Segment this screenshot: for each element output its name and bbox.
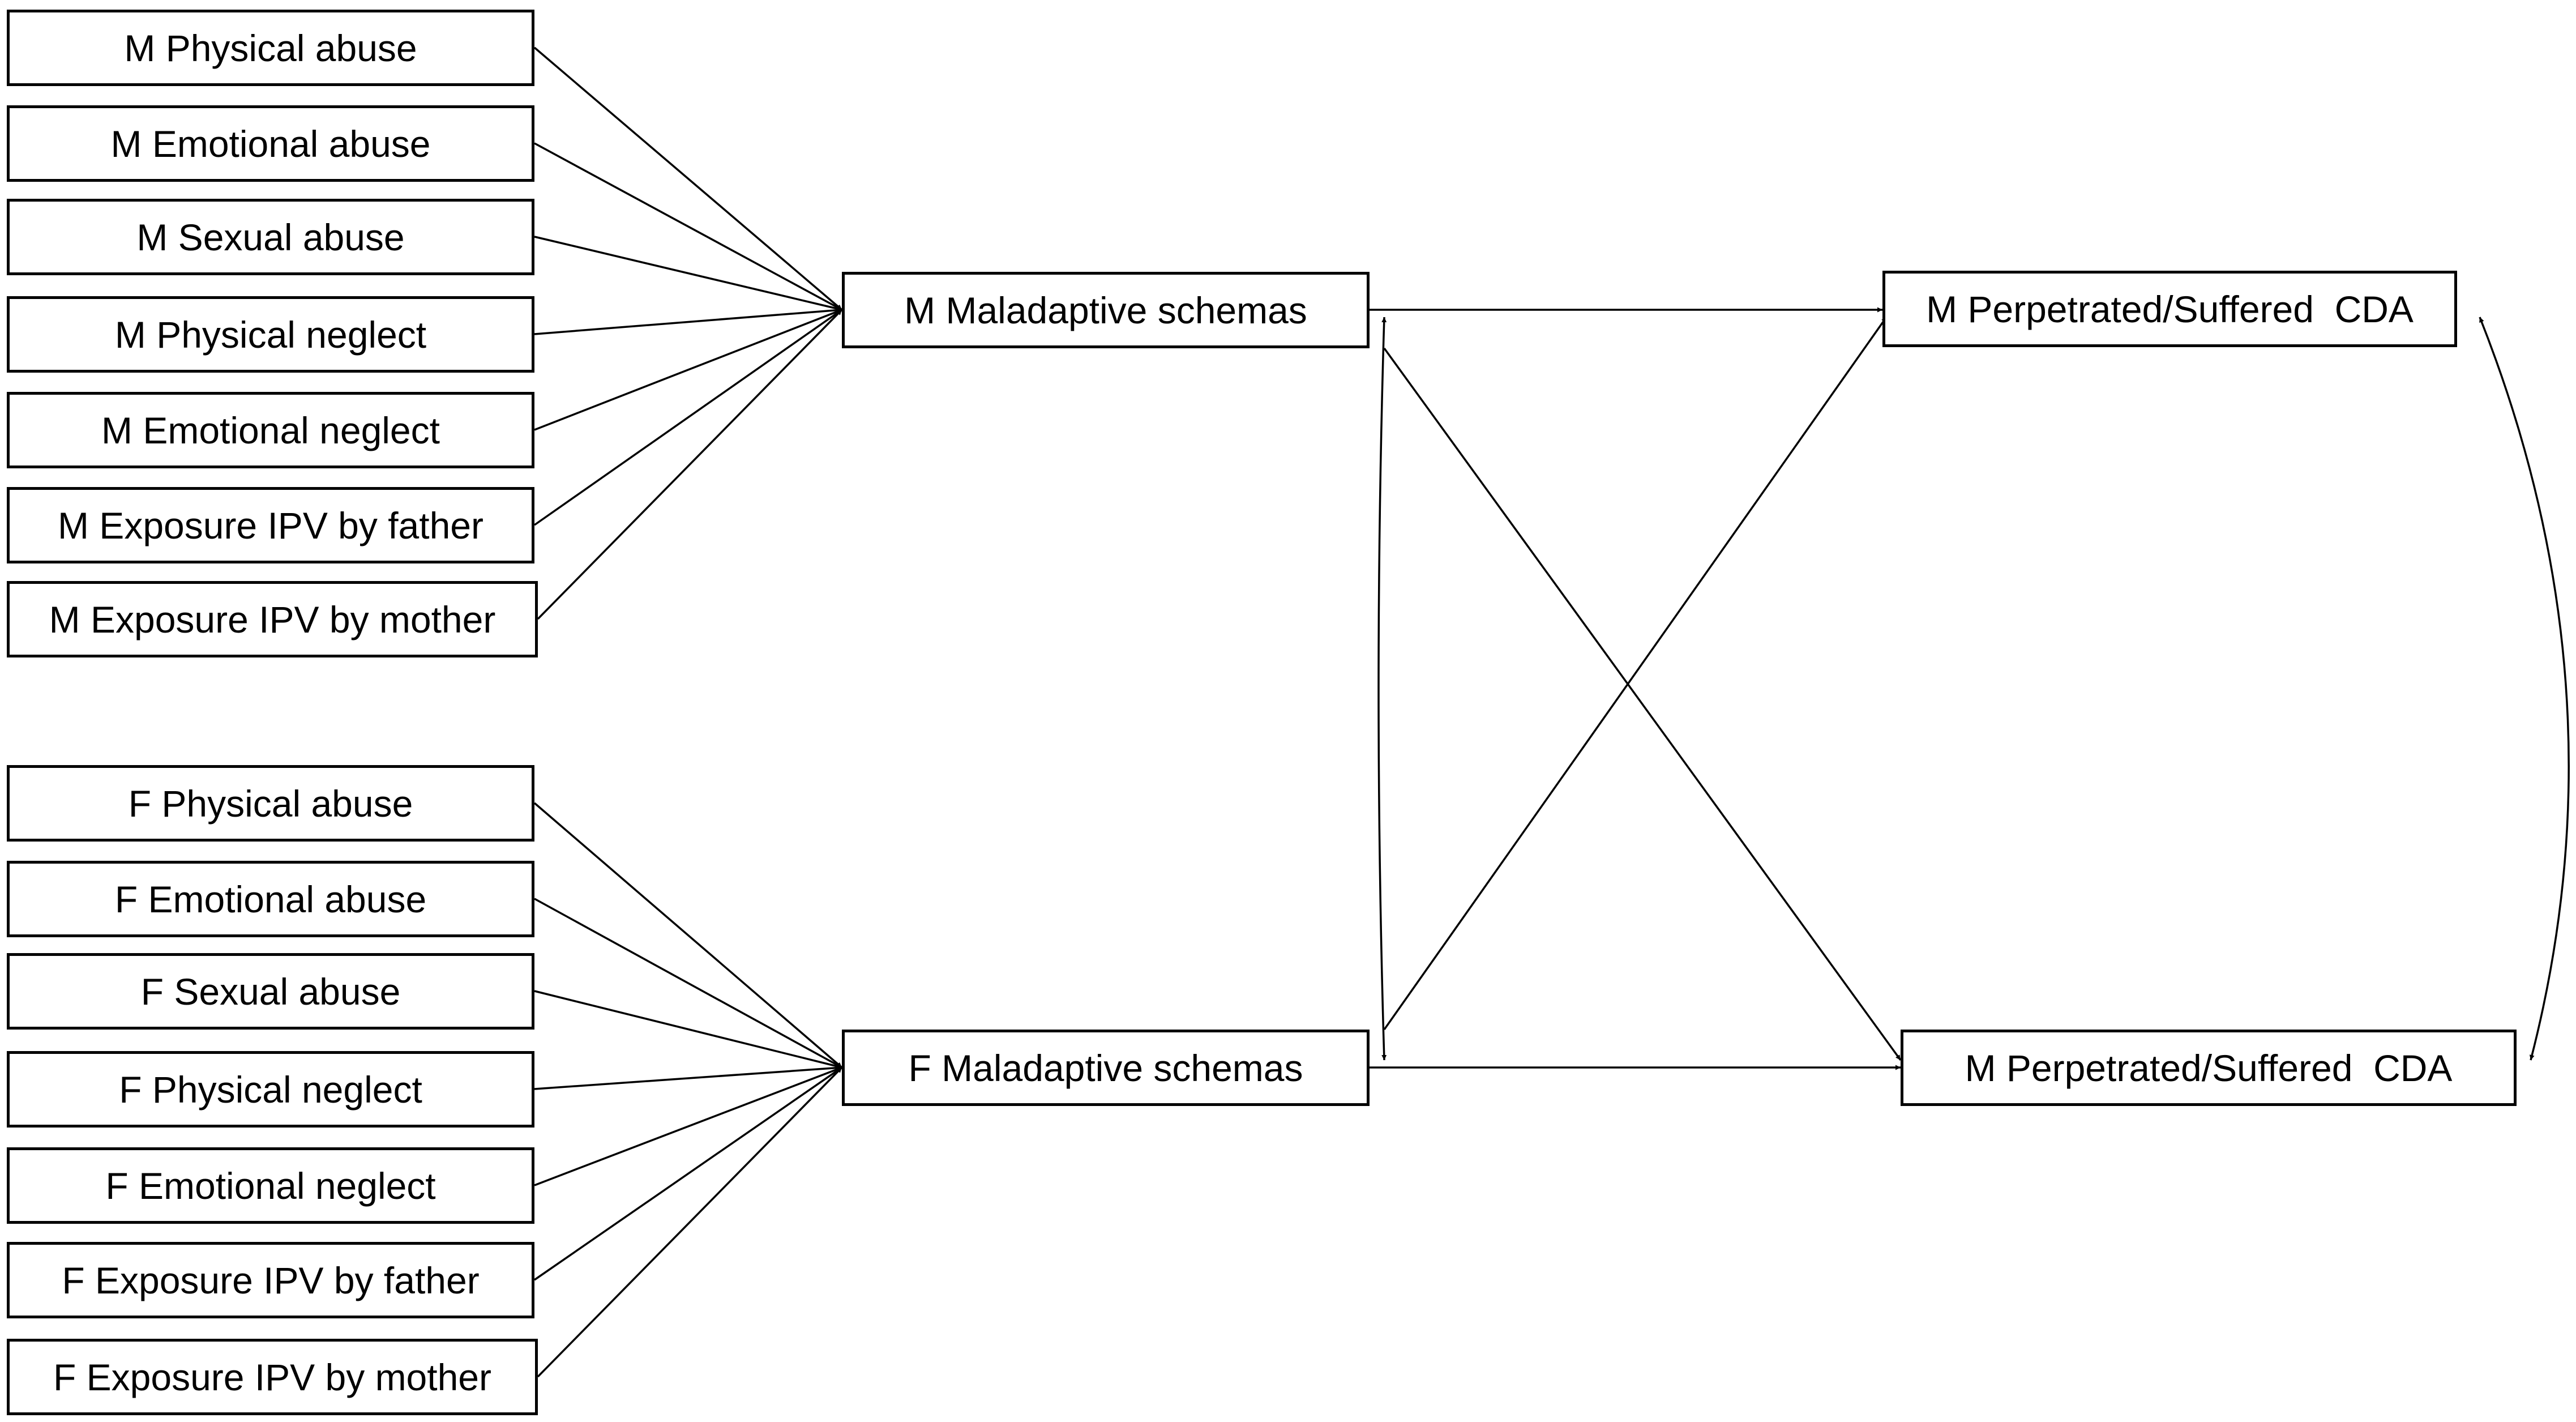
correlation-outcomes: [2479, 317, 2570, 1061]
node-label: F Physical neglect: [119, 1068, 422, 1111]
path-m-exposure-ipv-mother: [537, 309, 843, 620]
path-f-sexual-abuse: [534, 990, 842, 1069]
path-m-schemas-to-bottom-outcome: [1383, 347, 1902, 1061]
node-f-exposure-ipv-mother: F Exposure IPV by mother: [7, 1339, 538, 1415]
node-label: F Sexual abuse: [140, 970, 401, 1013]
path-f-physical-abuse: [533, 802, 843, 1069]
path-f-exposure-ipv-mother: [537, 1066, 843, 1378]
node-label: M Exposure IPV by father: [57, 504, 483, 546]
correlation-mediators: [1377, 317, 1387, 1061]
node-label: M Emotional neglect: [101, 409, 440, 451]
node-label: M Emotional abuse: [110, 122, 431, 165]
path-f-schemas-to-top-outcome: [1383, 316, 1888, 1031]
node-label: F Emotional neglect: [105, 1164, 436, 1207]
node-f-physical-abuse: F Physical abuse: [7, 765, 534, 842]
path-m-physical-abuse: [533, 46, 843, 311]
node-label: M Exposure IPV by mother: [49, 598, 496, 640]
path-m-physical-neglect: [534, 308, 842, 335]
node-f-sexual-abuse: F Sexual abuse: [7, 953, 534, 1030]
node-m-physical-neglect: M Physical neglect: [7, 296, 534, 373]
node-label: M Perpetrated/Suffered CDA: [1965, 1047, 2453, 1089]
node-m-exposure-ipv-mother: M Exposure IPV by mother: [7, 581, 538, 657]
node-f-maladaptive-schemas: F Maladaptive schemas: [842, 1030, 1370, 1106]
node-label: F Exposure IPV by mother: [53, 1356, 491, 1398]
node-m-emotional-abuse: M Emotional abuse: [7, 105, 534, 182]
path-m-exposure-ipv-father: [533, 309, 843, 526]
node-m-emotional-neglect: M Emotional neglect: [7, 392, 534, 468]
node-f-exposure-ipv-father: F Exposure IPV by father: [7, 1242, 534, 1318]
node-f-emotional-abuse: F Emotional abuse: [7, 861, 534, 937]
node-label: M Physical abuse: [124, 27, 417, 69]
node-m-maladaptive-schemas: M Maladaptive schemas: [842, 272, 1370, 348]
node-label: F Physical abuse: [128, 782, 413, 825]
path-f-emotional-neglect: [534, 1066, 842, 1186]
path-m-emotional-neglect: [534, 309, 842, 431]
path-m-emotional-abuse: [534, 142, 842, 311]
node-label: F Maladaptive schemas: [908, 1047, 1303, 1089]
node-label: M Sexual abuse: [136, 216, 405, 258]
path-f-physical-neglect: [534, 1065, 842, 1090]
path-m-sexual-abuse: [534, 236, 842, 311]
path-f-exposure-ipv-father: [534, 1066, 842, 1281]
node-label: M Maladaptive schemas: [904, 289, 1307, 331]
node-outcome-bottom: M Perpetrated/Suffered CDA: [1901, 1030, 2517, 1106]
node-outcome-top: M Perpetrated/Suffered CDA: [1882, 271, 2457, 347]
node-m-sexual-abuse: M Sexual abuse: [7, 199, 534, 275]
node-label: M Perpetrated/Suffered CDA: [1926, 288, 2414, 330]
node-label: F Emotional abuse: [114, 878, 427, 920]
node-m-physical-abuse: M Physical abuse: [7, 10, 534, 86]
node-f-physical-neglect: F Physical neglect: [7, 1051, 534, 1128]
node-f-emotional-neglect: F Emotional neglect: [7, 1147, 534, 1224]
node-m-exposure-ipv-father: M Exposure IPV by father: [7, 487, 534, 563]
node-label: M Physical neglect: [114, 313, 427, 356]
path-f-emotional-abuse: [534, 898, 842, 1069]
node-label: F Exposure IPV by father: [62, 1259, 480, 1301]
